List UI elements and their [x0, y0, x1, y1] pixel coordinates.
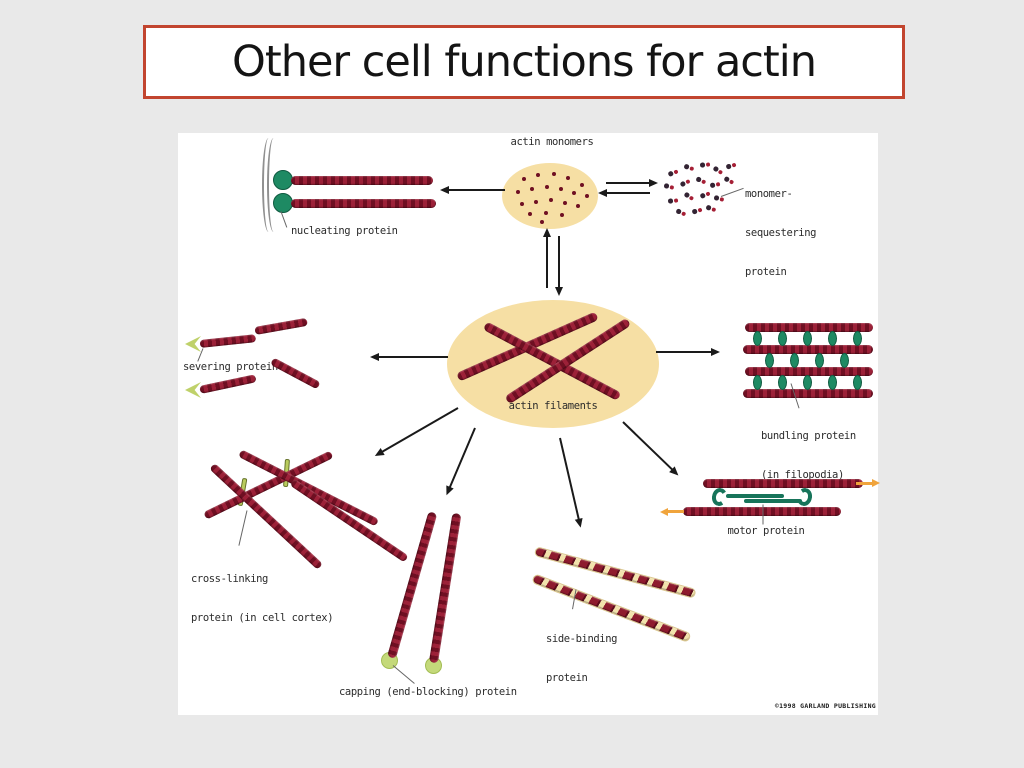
- bundling-protein-icon: [803, 331, 812, 346]
- actin-filament: [291, 198, 436, 208]
- actin-monomer-dot: [544, 211, 548, 215]
- actin-monomer-dot: [545, 185, 549, 189]
- actin-monomer-dot: [566, 176, 570, 180]
- label-line: cross-linking: [191, 573, 268, 585]
- actin-monomer-dot: [585, 194, 589, 198]
- actin-monomer-dot: [534, 200, 538, 204]
- actin-monomer-dot: [552, 172, 556, 176]
- actin-monomer-dot: [536, 173, 540, 177]
- actin-filament: [743, 344, 873, 354]
- label-severing-protein: severing protein: [183, 361, 278, 373]
- actin-monomer-dot: [572, 191, 576, 195]
- actin-filament: [703, 478, 863, 488]
- bundling-protein-icon: [753, 375, 762, 390]
- bundling-protein-icon: [778, 375, 787, 390]
- flow-arrow: [378, 356, 448, 358]
- nucleating-protein-icon: [273, 170, 293, 190]
- actin-filament: [291, 175, 433, 185]
- bundling-protein-icon: [753, 331, 762, 346]
- label-line: (in filopodia): [761, 469, 844, 481]
- nucleating-protein-icon: [273, 193, 293, 213]
- direction-arrow: [667, 510, 684, 513]
- actin-monomer-dot: [520, 202, 524, 206]
- publisher-credit: ©1998 GARLAND PUBLISHING: [774, 702, 876, 710]
- bundling-protein-icon: [840, 353, 849, 368]
- membrane-arc: [262, 138, 275, 232]
- bundling-protein-icon: [828, 331, 837, 346]
- actin-monomer-dot: [559, 187, 563, 191]
- actin-monomer-dot: [540, 220, 544, 224]
- label-line: monomer-: [745, 188, 793, 200]
- bundling-protein-icon: [853, 375, 862, 390]
- flow-arrow: [606, 192, 650, 194]
- label-pointer-line: [762, 504, 764, 525]
- label-side-binding-protein: side-binding protein: [546, 607, 617, 711]
- direction-arrow: [856, 479, 880, 487]
- label-monomer-sequestering: monomer- sequestering protein: [745, 162, 816, 305]
- bundling-protein-icon: [765, 353, 774, 368]
- actin-filament: [683, 506, 841, 516]
- motor-protein-rod: [726, 494, 784, 498]
- flow-arrow: [546, 236, 548, 288]
- label-capping-protein: capping (end-blocking) protein: [339, 686, 517, 698]
- flow-arrow: [558, 236, 560, 288]
- flow-arrow: [656, 347, 720, 356]
- label-line: bundling protein: [761, 430, 856, 442]
- label-bundling-protein: bundling protein (in filopodia): [761, 404, 856, 508]
- actin-monomer-dot: [576, 204, 580, 208]
- actin-filament: [743, 388, 873, 398]
- label-line: sequestering: [745, 227, 817, 239]
- actin-filament: [745, 322, 873, 332]
- actin-monomer-dot: [528, 212, 532, 216]
- label-line: side-binding: [546, 633, 618, 645]
- actin-monomer-dot: [580, 183, 584, 187]
- label-nucleating-protein: nucleating protein: [291, 225, 398, 237]
- membrane-arc: [267, 138, 280, 232]
- flow-arrow: [606, 178, 658, 187]
- actin-monomer-dot: [516, 190, 520, 194]
- bundling-protein-icon: [803, 375, 812, 390]
- actin-monomer-dot: [549, 198, 553, 202]
- motor-protein-rod: [744, 499, 802, 503]
- actin-monomer-dot: [563, 201, 567, 205]
- label-motor-protein: motor protein: [727, 525, 805, 537]
- label-actin-filaments: actin filaments: [508, 400, 598, 412]
- actin-monomer-dot: [530, 187, 534, 191]
- actin-monomer-dot: [560, 213, 564, 217]
- slide-title: Other cell functions for actin: [232, 37, 817, 87]
- flow-arrow: [448, 189, 505, 191]
- bundling-protein-icon: [815, 353, 824, 368]
- label-cross-linking-protein: cross-linking protein (in cell cortex): [191, 547, 334, 651]
- label-actin-monomers: actin monomers: [510, 136, 594, 148]
- label-line: protein: [745, 266, 787, 278]
- bundling-protein-icon: [853, 331, 862, 346]
- actin-monomer-pool: [502, 163, 598, 229]
- actin-monomer-dot: [522, 177, 526, 181]
- bundling-protein-icon: [778, 331, 787, 346]
- slide-title-box: Other cell functions for actin: [143, 25, 905, 99]
- bundling-protein-icon: [828, 375, 837, 390]
- label-line: protein (in cell cortex): [191, 612, 334, 624]
- bundling-protein-icon: [790, 353, 799, 368]
- actin-filament: [745, 366, 873, 376]
- label-line: protein: [546, 672, 588, 684]
